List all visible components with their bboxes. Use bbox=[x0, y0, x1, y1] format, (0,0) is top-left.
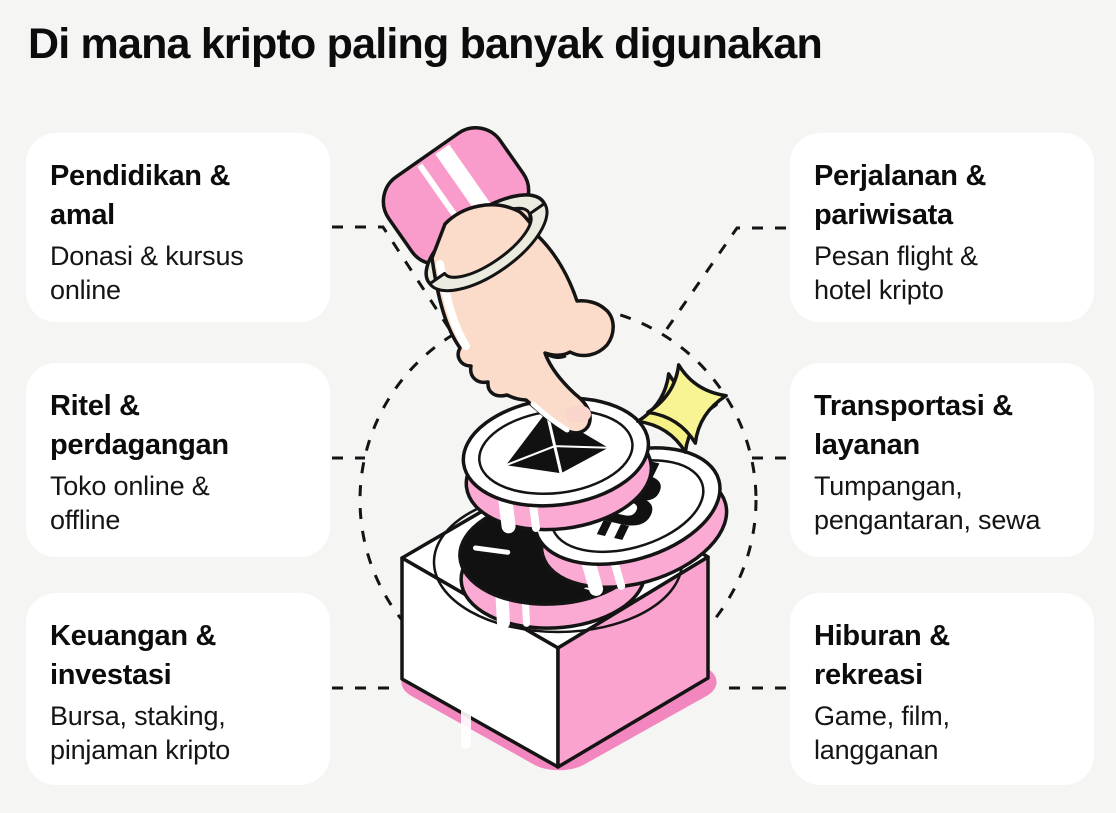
connector-perjalanan bbox=[662, 226, 786, 334]
hand-bracelet bbox=[424, 193, 548, 291]
hand-arm bbox=[430, 203, 615, 435]
fingertip bbox=[565, 405, 591, 423]
bitcoin-symbol: B bbox=[581, 454, 681, 547]
card-body: Pesan flight & hotel kripto bbox=[814, 241, 978, 306]
ethereum-coin bbox=[461, 396, 654, 534]
bitcoin-coin: B bbox=[533, 446, 729, 596]
connector-pendidikan bbox=[332, 225, 454, 334]
card-body: Bursa, staking, pinjaman kripto bbox=[50, 701, 231, 766]
box-shadow bbox=[401, 593, 717, 771]
card-title: Ritel & perdagangan bbox=[50, 390, 229, 461]
card-title: Pendidikan & amal bbox=[50, 160, 231, 231]
sparkle-icon bbox=[636, 363, 728, 454]
card-keuangan-investasi: Keuangan & investasi Bursa, staking, pin… bbox=[26, 593, 330, 785]
ethereum-logo bbox=[505, 411, 609, 474]
card-body: Donasi & kursus online bbox=[50, 241, 244, 306]
svg-text:B: B bbox=[581, 454, 681, 547]
card-perjalanan-pariwisata: Perjalanan & pariwisata Pesan flight & h… bbox=[790, 133, 1094, 322]
card-pendidikan-amal: Pendidikan & amal Donasi & kursus online bbox=[26, 133, 330, 322]
bracelet-front bbox=[428, 201, 549, 293]
page-title: Di mana kripto paling banyak digunakan bbox=[28, 20, 823, 68]
connector-lines bbox=[332, 225, 786, 690]
dashed-circle bbox=[358, 303, 758, 697]
finger-crease bbox=[545, 352, 567, 359]
card-hiburan-rekreasi: Hiburan & rekreasi Game, film, langganan bbox=[790, 593, 1094, 785]
card-title: Perjalanan & pariwisata bbox=[814, 160, 987, 231]
card-transportasi-layanan: Transportasi & layanan Tumpangan, pengan… bbox=[790, 363, 1094, 557]
black-coin bbox=[458, 498, 647, 630]
card-title: Keuangan & investasi bbox=[50, 620, 217, 691]
pointing-hand bbox=[381, 126, 615, 435]
card-ritel-perdagangan: Ritel & perdagangan Toko online & offlin… bbox=[26, 363, 330, 557]
hand-sleeve bbox=[381, 126, 531, 266]
box-left-face bbox=[400, 556, 560, 769]
box-slot-rim bbox=[432, 490, 684, 634]
box-top-face bbox=[400, 465, 710, 650]
card-title: Hiburan & rekreasi bbox=[814, 620, 950, 691]
isometric-box bbox=[400, 465, 710, 769]
box-right-face bbox=[556, 555, 710, 769]
card-title: Transportasi & layanan bbox=[814, 390, 1013, 461]
card-body: Game, film, langganan bbox=[814, 701, 950, 766]
card-body: Toko online & offline bbox=[50, 471, 210, 536]
card-body: Tumpangan, pengantaran, sewa bbox=[814, 471, 1041, 536]
